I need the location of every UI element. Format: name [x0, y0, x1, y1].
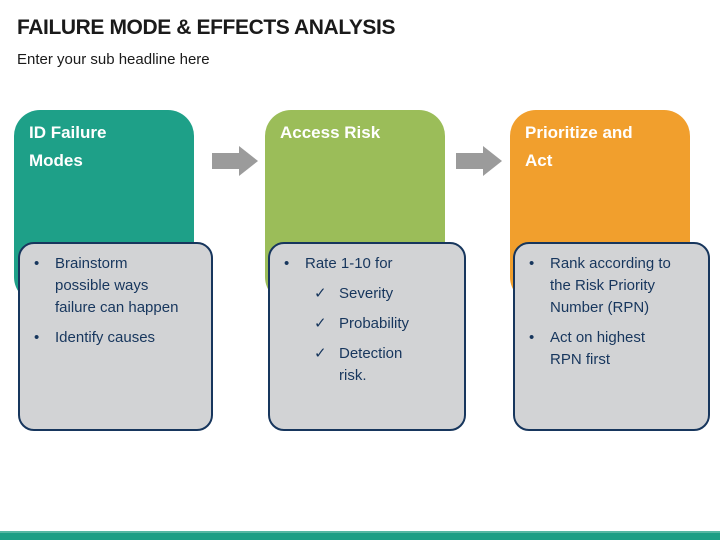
- check-marker-icon: ✓: [314, 285, 327, 302]
- detail-card-prioritize-and-act: • Rank according to the Risk Priority Nu…: [513, 242, 710, 431]
- bullet-text: Rate 1-10 for: [305, 255, 393, 272]
- stage-header: ID Failure Modes: [29, 123, 107, 170]
- detail-card-access-risk: • Rate 1-10 for ✓ Severity ✓ Probability…: [268, 242, 466, 431]
- bullet-marker: •: [34, 329, 40, 346]
- bullet-text: Brainstorm possible ways failure can hap…: [55, 255, 179, 316]
- check-text: Severity: [339, 285, 394, 302]
- arrow-head: [483, 146, 502, 176]
- stage-header: Access Risk: [280, 123, 381, 142]
- check-text: Detection risk.: [339, 345, 403, 384]
- bullet-text: Act on highest RPN first: [550, 329, 646, 368]
- flow-arrow-icon: [456, 146, 502, 176]
- bullet-item: • Rate 1-10 for: [284, 253, 456, 275]
- bullet-marker: •: [34, 255, 40, 272]
- arrow-stem: [212, 153, 239, 169]
- footer-accent-bar: [0, 531, 720, 540]
- bullet-marker: •: [529, 329, 535, 346]
- check-text: Probability: [339, 315, 410, 332]
- bullet-item: • Brainstorm possible ways failure can h…: [34, 253, 203, 319]
- bullet-list: • Rank according to the Risk Priority Nu…: [515, 244, 708, 371]
- flow-arrow-icon: [212, 146, 258, 176]
- page-title: FAILURE MODE & EFFECTS ANALYSIS: [17, 16, 396, 39]
- bullet-list: • Rate 1-10 for ✓ Severity ✓ Probability…: [270, 244, 464, 387]
- bullet-marker: •: [529, 255, 535, 272]
- bullet-item: • Act on highest RPN first: [529, 327, 700, 371]
- page-subtitle: Enter your sub headline here: [17, 51, 210, 68]
- bullet-list: • Brainstorm possible ways failure can h…: [20, 244, 211, 349]
- detail-card-id-failure-modes: • Brainstorm possible ways failure can h…: [18, 242, 213, 431]
- check-item: ✓ Probability: [314, 313, 456, 335]
- check-item: ✓ Severity: [314, 283, 456, 305]
- check-marker-icon: ✓: [314, 345, 327, 362]
- bullet-marker: •: [284, 255, 290, 272]
- bullet-item: • Rank according to the Risk Priority Nu…: [529, 253, 700, 319]
- bullet-text: Identify causes: [55, 329, 156, 346]
- check-marker-icon: ✓: [314, 315, 327, 332]
- arrow-head: [239, 146, 258, 176]
- bullet-item: • Identify causes: [34, 327, 203, 349]
- arrow-stem: [456, 153, 483, 169]
- slide-header: FAILURE MODE & EFFECTS ANALYSIS Enter yo…: [17, 16, 395, 68]
- bullet-text: Rank according to the Risk Priority Numb…: [550, 255, 671, 316]
- check-item: ✓ Detection risk.: [314, 343, 456, 387]
- stage-header: Prioritize and Act: [525, 123, 633, 170]
